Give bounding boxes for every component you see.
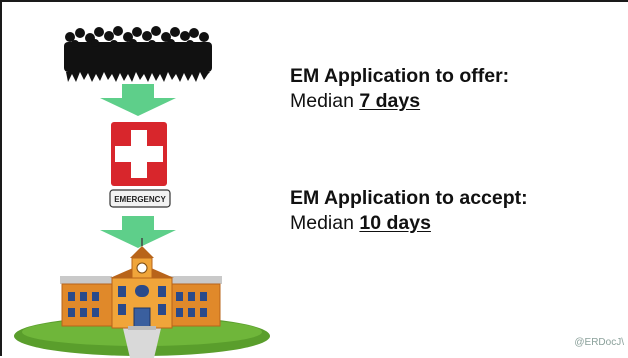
stat-accept-median: Median 10 days	[290, 210, 528, 236]
stat-accept-heading: EM Application to accept:	[290, 187, 528, 209]
down-arrow-icon	[100, 84, 176, 116]
stat-accept-value: 10 days	[359, 212, 431, 234]
stat-accept-prefix: Median	[290, 212, 360, 234]
emergency-sign-label: EMERGENCY	[114, 195, 166, 204]
stat-offer-heading: EM Application to offer:	[290, 65, 510, 87]
stat-accept: EM Application to accept: Median 10 days	[290, 186, 528, 236]
down-arrow-icon	[100, 216, 176, 248]
stat-offer-value: 7 days	[359, 90, 421, 112]
hospital-building-icon	[14, 238, 270, 358]
stat-offer-median: Median 7 days	[290, 88, 509, 114]
emergency-sign: EMERGENCY	[109, 122, 171, 208]
stat-offer-prefix: Median	[290, 90, 360, 112]
crowd-silhouette-icon	[64, 26, 212, 82]
watermark: @ERDocJ\	[574, 337, 624, 348]
stat-offer: EM Application to offer: Median 7 days	[290, 64, 509, 114]
illustration: EMERGENCY	[14, 26, 270, 358]
